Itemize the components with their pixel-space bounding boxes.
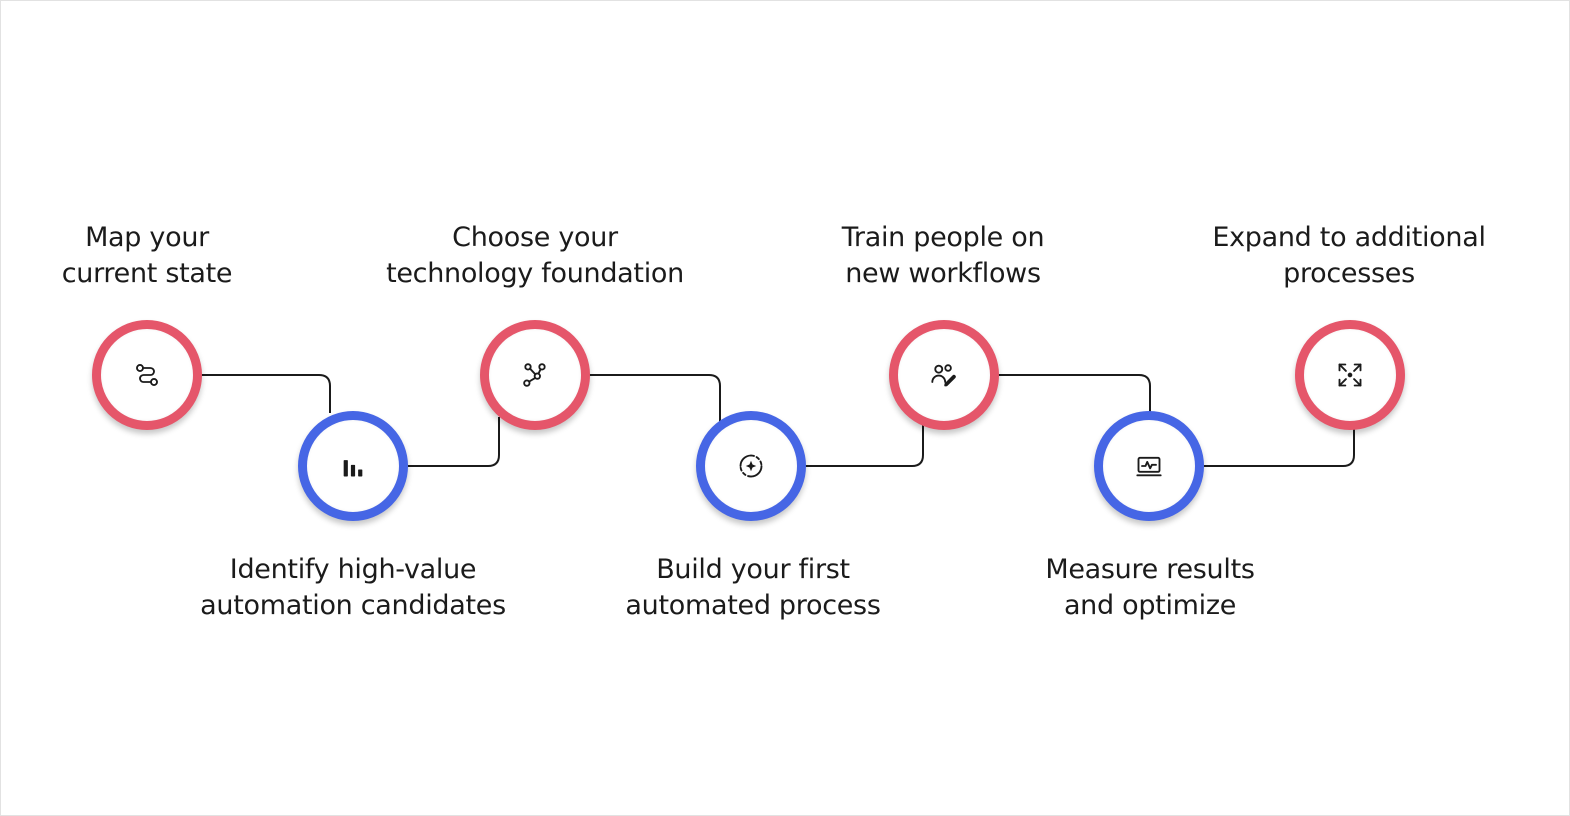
step-6-label-line-1: Measure results [1045,554,1255,585]
step-1-label-line-2: current state [61,258,233,289]
sparkle-cycle-icon [737,452,765,480]
step-5-label-line-2: new workflows [845,258,1041,289]
step-5-node [889,320,999,430]
step-2-label: Identify high-value automation candidate… [173,552,533,624]
step-3-node [480,320,590,430]
step-3-label-line-2: technology foundation [386,258,684,289]
monitor-chart-icon [1135,452,1163,480]
step-6-label: Measure results and optimize [970,552,1330,624]
connector-1-2 [201,374,331,413]
step-5-label: Train people on new workflows [763,220,1123,292]
connector-5-6 [998,374,1151,413]
step-1-label: Map your current state [1,220,327,292]
connector-4-5 [805,425,924,467]
route-icon [133,361,161,389]
step-7-node [1295,320,1405,430]
step-6-node [1094,411,1204,521]
step-4-label-line-1: Build your first [656,554,850,585]
expand-arrows-icon [1336,361,1364,389]
step-7-label-line-2: processes [1283,258,1415,289]
step-3-label-line-1: Choose your [452,222,618,253]
step-2-label-line-2: automation candidates [200,590,506,621]
step-1-node [92,320,202,430]
connector-2-3 [408,417,500,467]
step-2-node [298,411,408,521]
connector-3-4 [589,374,721,423]
step-4-label-line-2: automated process [625,590,881,621]
step-1-label-line-1: Map your [85,222,209,253]
step-4-node [696,411,806,521]
step-7-label: Expand to additional processes [1169,220,1529,292]
step-7-label-line-1: Expand to additional [1212,222,1486,253]
connection-nodes-icon [521,361,549,389]
step-5-label-line-1: Train people on [841,222,1045,253]
user-training-icon [930,361,958,389]
step-6-label-line-2: and optimize [1063,590,1237,621]
connector-6-7 [1204,427,1355,467]
step-2-label-line-1: Identify high-value [229,554,477,585]
bar-chart-icon [339,452,367,480]
step-3-label: Choose your technology foundation [355,220,715,292]
step-4-label: Build your first automated process [573,552,933,624]
